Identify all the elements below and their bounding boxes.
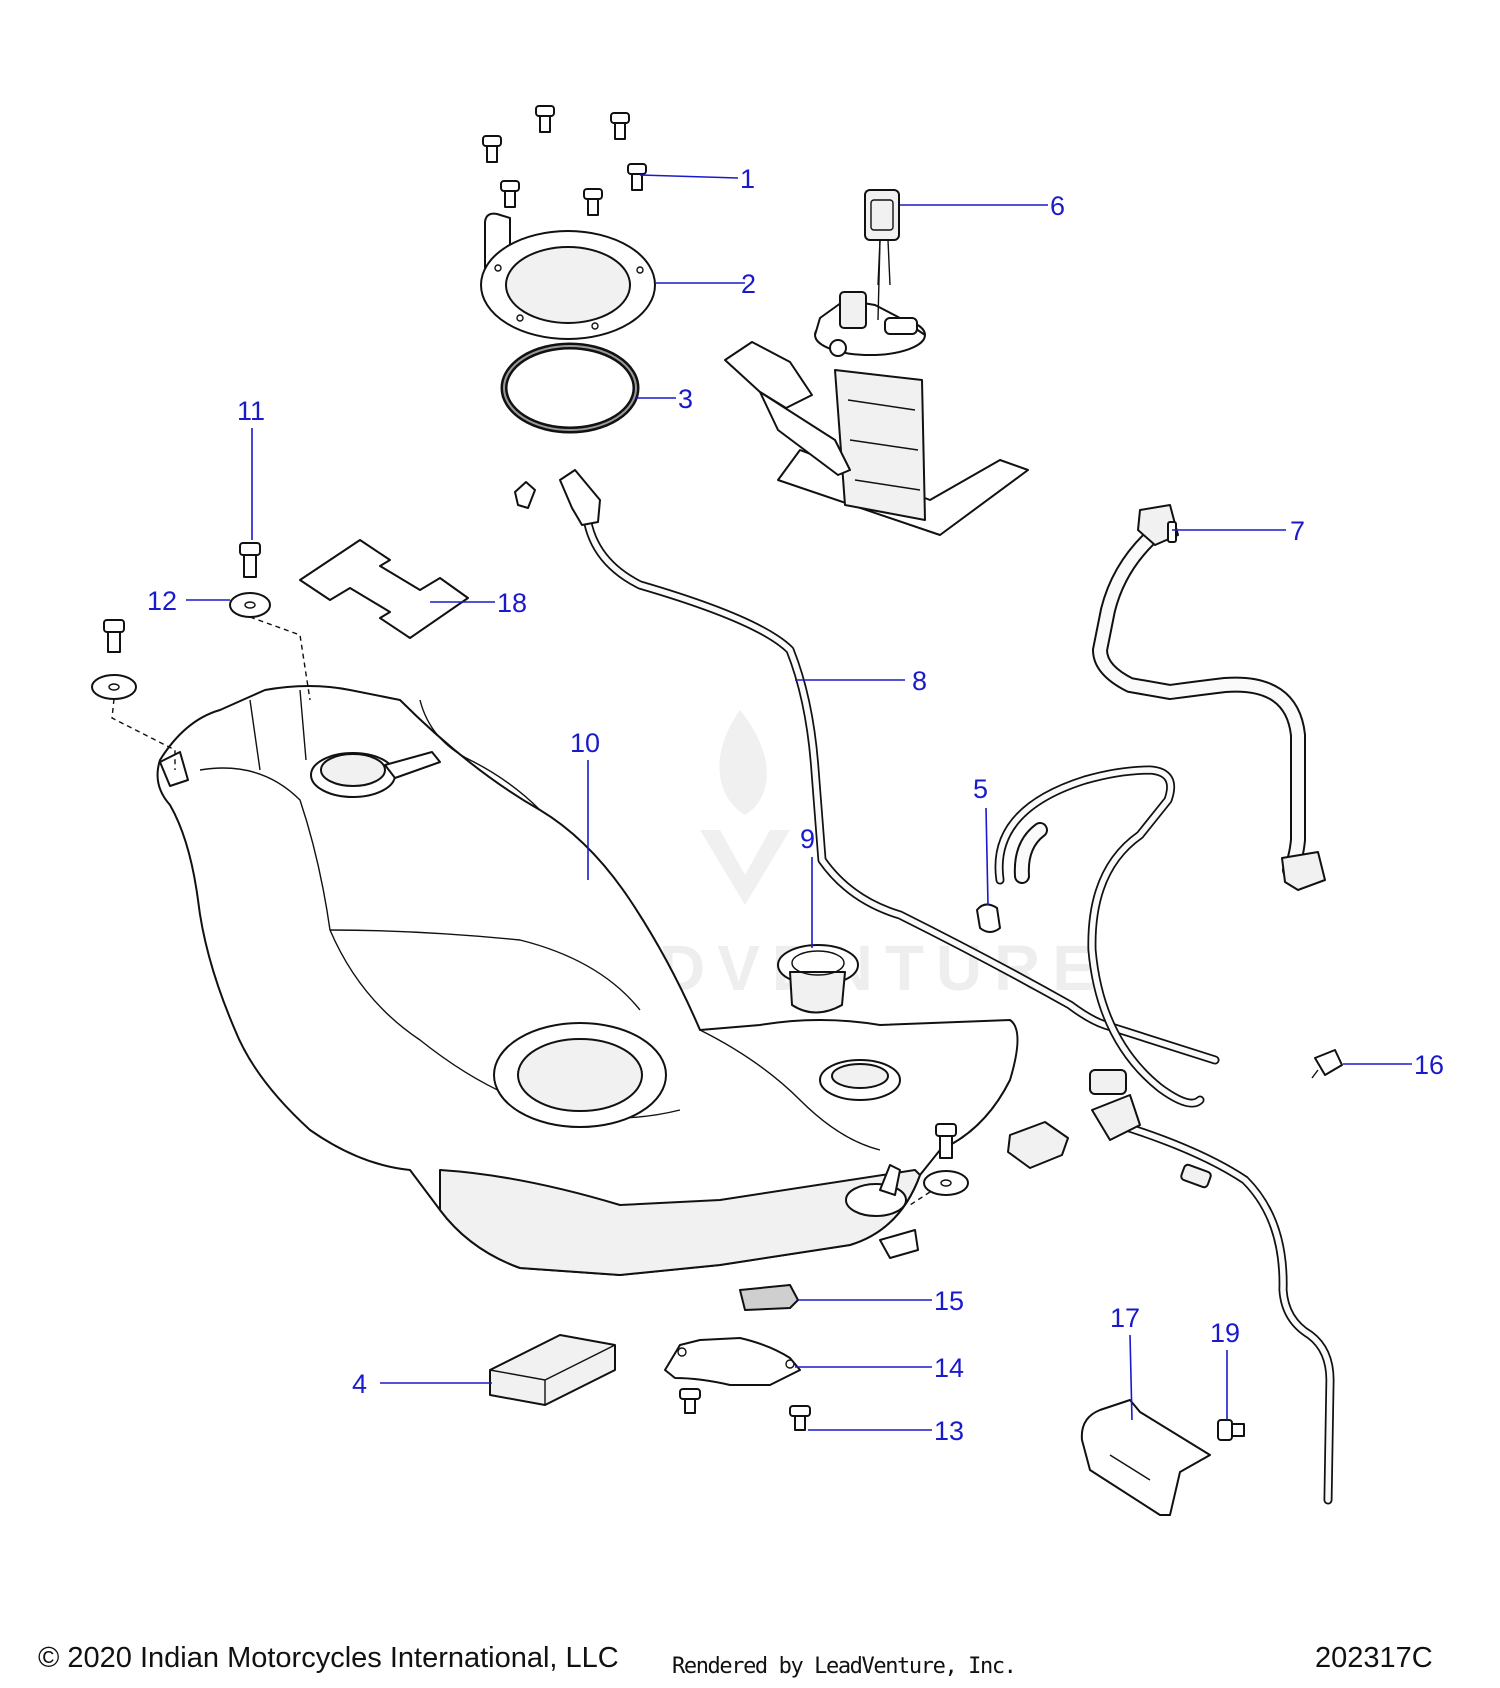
callout-9: 9 (800, 824, 815, 854)
footer-copyright: © 2020 Indian Motorcycles International,… (38, 1642, 619, 1674)
bolt-and-washer-left[interactable] (91, 616, 311, 770)
part-12-washer[interactable] (229, 592, 271, 618)
bolt-and-washer-right[interactable] (909, 1123, 969, 1206)
part-5-clamp[interactable] (976, 903, 1001, 933)
callout-18: 18 (497, 588, 527, 618)
part-18-h-pad[interactable] (299, 539, 469, 639)
callout-16: 16 (1414, 1050, 1444, 1080)
part-8-fuel-line[interactable] (514, 469, 1220, 1095)
callout-2: 2 (741, 269, 756, 299)
return-hose-assembly[interactable] (994, 765, 1335, 1505)
watermark-flame-icon (700, 710, 790, 905)
part-13-bolts[interactable] (679, 1388, 811, 1431)
part-17-heat-shield[interactable] (1080, 1399, 1211, 1516)
leader-1 (639, 174, 739, 179)
leader-5 (985, 807, 989, 906)
callout-labels: 1 2 3 4 5 6 7 8 9 10 11 12 13 14 15 16 1… (147, 164, 1444, 1446)
part-9-fuel-cap[interactable] (777, 944, 859, 1014)
part-19-bolt[interactable] (1217, 1419, 1245, 1441)
callout-7: 7 (1290, 516, 1305, 546)
callout-1: 1 (740, 164, 755, 194)
callout-14: 14 (934, 1353, 964, 1383)
callout-6: 6 (1050, 191, 1065, 221)
part-16-sensor[interactable] (1311, 1049, 1343, 1079)
part-7-vent-hose[interactable] (1092, 504, 1326, 891)
callout-13: 13 (934, 1416, 964, 1446)
callout-17: 17 (1110, 1303, 1140, 1333)
pad-right[interactable] (1007, 1121, 1069, 1169)
leader-lines (186, 174, 1412, 1431)
part-11-bolt[interactable] (239, 542, 261, 578)
callout-12: 12 (147, 586, 177, 616)
part-3-gasket[interactable] (500, 342, 640, 434)
callout-4: 4 (352, 1369, 367, 1399)
part-2-retaining-ring[interactable] (480, 212, 656, 340)
part-4-pad[interactable] (489, 1334, 616, 1406)
callout-5: 5 (973, 774, 988, 804)
footer-rendered-by: Rendered by LeadVenture, Inc. (672, 1654, 1017, 1679)
part-14-bracket[interactable] (664, 1337, 801, 1386)
callout-3: 3 (678, 384, 693, 414)
part-6-fuel-pump-module[interactable] (724, 189, 1029, 536)
footer-diagram-code: 202317C (1315, 1642, 1433, 1674)
callout-19: 19 (1210, 1318, 1240, 1348)
callout-15: 15 (934, 1286, 964, 1316)
part-10-fuel-tank[interactable] (156, 685, 1019, 1276)
leader-17 (1129, 1334, 1133, 1421)
callout-8: 8 (912, 666, 927, 696)
part-1-bolts[interactable] (482, 105, 647, 216)
callout-11: 11 (237, 396, 265, 426)
part-15-pad[interactable] (739, 1284, 799, 1311)
callout-10: 10 (570, 728, 600, 758)
